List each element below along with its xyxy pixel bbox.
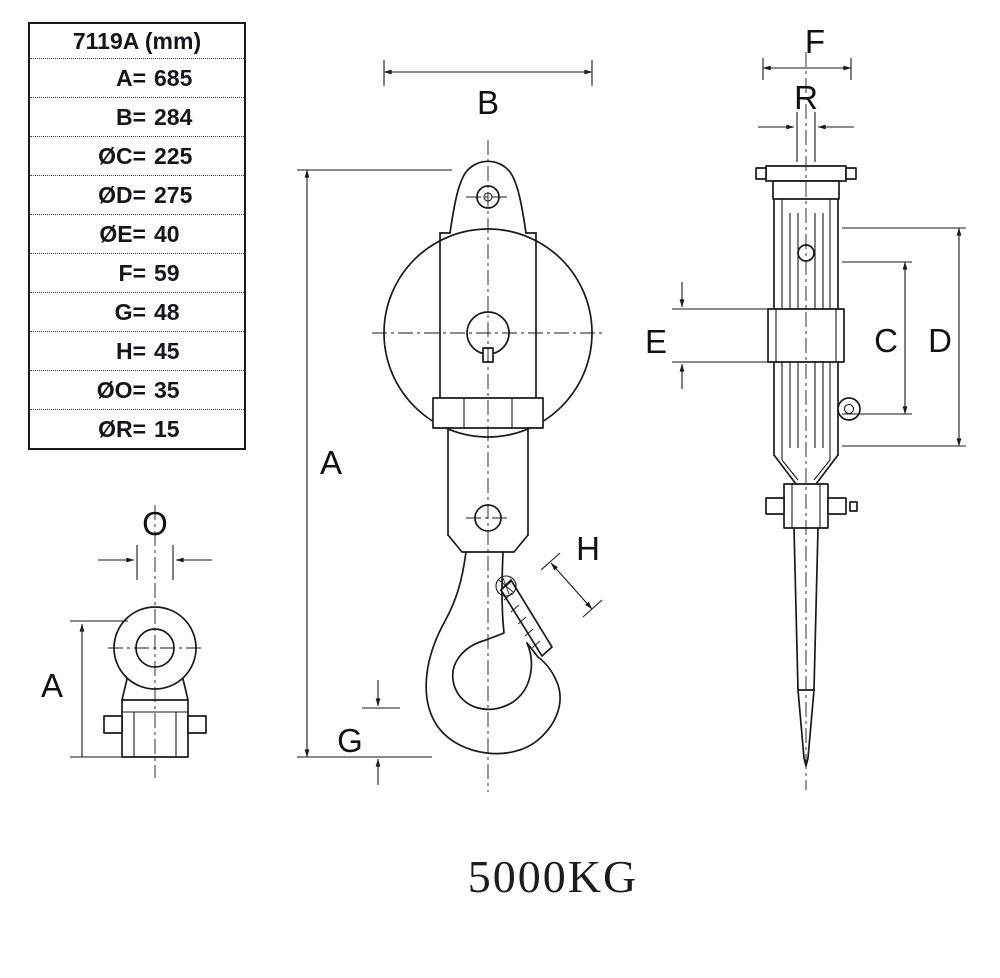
table-row: ØC= 225 [30,137,244,176]
spec-label: ØD= [98,181,146,208]
table-row: F= 59 [30,254,244,293]
dim-label-e: E [645,323,667,360]
dim-label-detail-a: A [41,667,63,704]
table-row: ØO= 35 [30,371,244,410]
spec-value: 40 [154,220,180,247]
table-row: ØE= 40 [30,215,244,254]
shackle-detail-drawing: O A [41,505,212,778]
spec-table: 7119A (mm) A= 685 B= 284 ØC= 225 ØD= 275… [28,22,246,450]
spec-label: ØE= [99,220,146,247]
spec-label: ØR= [98,415,146,442]
spec-value: 15 [154,415,180,442]
spec-label: ØC= [98,142,146,169]
safety-latch [500,579,553,657]
spec-value: 275 [154,181,193,208]
capacity-label: 5000KG [467,851,639,902]
spec-value: 45 [154,337,180,364]
dim-label-g: G [337,722,363,759]
spec-value: 284 [154,103,193,130]
dim-label-d: D [928,322,952,359]
table-row: H= 45 [30,332,244,371]
spec-label: A= [115,64,146,91]
table-row: G= 48 [30,293,244,332]
spec-label: ØO= [96,376,146,403]
becket-bolt-side [837,397,861,421]
hook [425,551,561,755]
dim-label-c: C [874,322,898,359]
spec-label: F= [118,259,146,286]
spec-label: H= [115,337,146,364]
dim-label-f: F [805,23,825,60]
table-row: ØD= 275 [30,176,244,215]
spec-label: B= [115,103,146,130]
dim-label-o: O [142,505,168,542]
spec-table-header: 7119A (mm) [30,24,244,59]
table-row: ØR= 15 [30,410,244,448]
table-row: B= 284 [30,98,244,137]
spec-label: G= [114,298,146,325]
table-row: A= 685 [30,59,244,98]
spec-value: 59 [154,259,180,286]
latch-spring [495,575,517,597]
spec-value: 685 [154,64,193,91]
spec-value: 35 [154,376,180,403]
dim-label-a: A [320,444,342,481]
dim-label-b: B [477,84,499,121]
dim-label-h: H [576,530,600,567]
dim-label-r: R [794,79,818,116]
front-view-drawing: B A H G [297,60,604,792]
spec-value: 225 [154,142,193,169]
side-view-drawing: F R E C D [645,23,966,790]
spec-value: 48 [154,298,180,325]
